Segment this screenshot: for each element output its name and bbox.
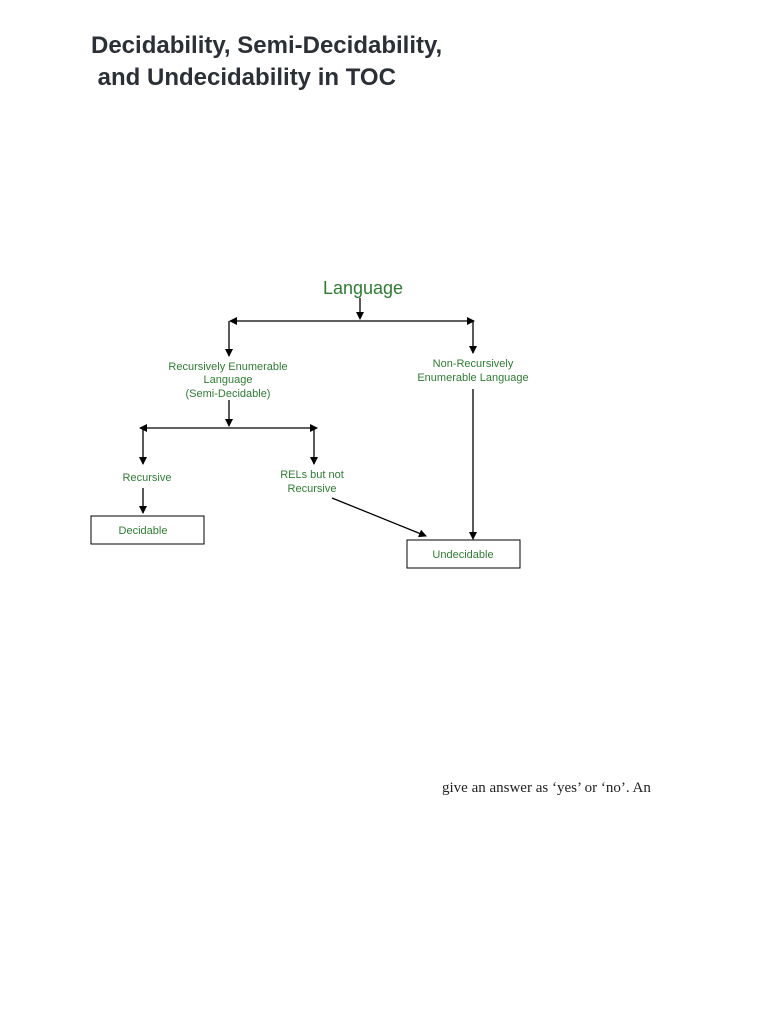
decidable-box: Decidable <box>90 515 205 545</box>
re-connectors <box>139 400 318 465</box>
decidable-label: Decidable <box>119 525 168 537</box>
page-title-line-1: Decidability, Semi-Decidability, <box>91 32 443 59</box>
page-title-line-2: and Undecidability in TOC <box>91 64 396 91</box>
re-node: Recursively Enumerable Language (Semi-De… <box>168 361 287 400</box>
page-title: Decidability, Semi-Decidability, and Und… <box>91 30 442 94</box>
rel-node: RELs but not Recursive <box>280 469 344 495</box>
nre-label-line-1: Non-Recursively <box>433 358 514 370</box>
nre-node: Non-Recursively Enumerable Language <box>417 358 528 384</box>
body-text-snippet: give an answer as ‘yes’ or ‘no’. An <box>442 780 651 796</box>
recursive-label: Recursive <box>123 472 172 484</box>
rel-label-line-2: Recursive <box>288 483 337 495</box>
re-label-line-2: Language <box>204 374 253 386</box>
root-connectors <box>225 298 477 357</box>
re-label-line-1: Recursively Enumerable <box>168 361 287 373</box>
lower-connectors <box>139 389 477 540</box>
undecidable-label: Undecidable <box>432 549 493 561</box>
undecidable-box: Undecidable <box>406 539 521 569</box>
root-node-label: Language <box>323 278 403 298</box>
rel-label-line-1: RELs but not <box>280 469 344 481</box>
rel-to-undecidable-arrow <box>331 497 427 538</box>
re-label-line-3: (Semi-Decidable) <box>186 388 271 400</box>
nre-label-line-2: Enumerable Language <box>417 372 528 384</box>
